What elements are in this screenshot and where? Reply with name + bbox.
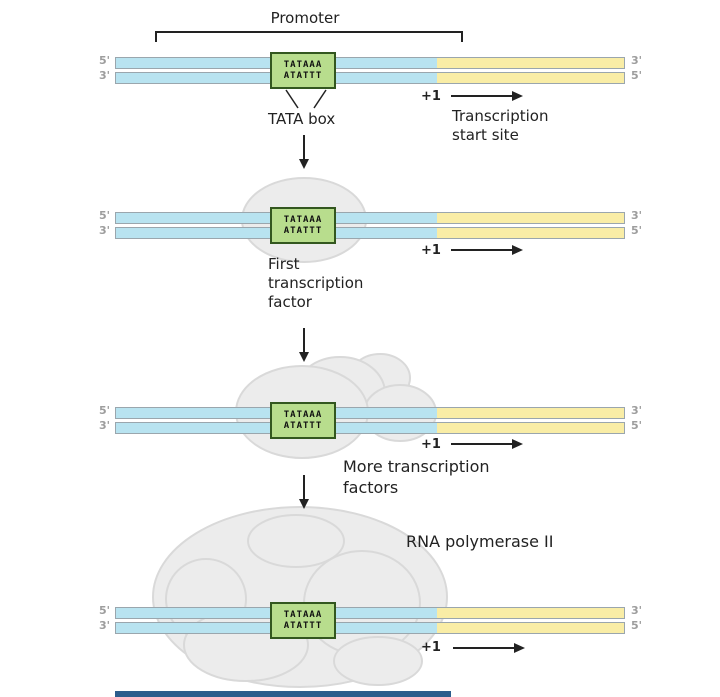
three-prime-label: 3' xyxy=(99,224,111,237)
dna-top-strand xyxy=(115,212,625,224)
dna-bottom-strand xyxy=(115,72,625,84)
dna-strand-stage1: 5' 3' TATAAA ATATTT 3' 5' xyxy=(0,52,720,89)
five-prime-label: 5' xyxy=(99,209,111,222)
dna-strand: TATAAA ATATTT xyxy=(115,402,625,439)
cropped-next-diagram-edge xyxy=(115,691,451,697)
down-arrow-stage2 xyxy=(299,328,309,362)
dna-top-strand xyxy=(115,407,625,419)
tata-box: TATAAA ATATTT xyxy=(270,207,336,244)
transcribed-region xyxy=(436,213,624,223)
five-prime-label: 5' xyxy=(99,604,111,617)
transcribed-region xyxy=(436,228,624,238)
dna-strand-stage4: 5' 3' TATAAA ATATTT 3' 5' xyxy=(0,602,720,639)
plus-one-label: +1 xyxy=(421,640,441,655)
tata-sequence-top: TATAAA xyxy=(283,409,323,420)
down-arrow-stage3 xyxy=(299,475,309,509)
transcribed-region xyxy=(436,623,624,633)
three-prime-label: 3' xyxy=(99,619,111,632)
transcription-direction-arrow xyxy=(451,245,523,255)
dna-bottom-strand xyxy=(115,227,625,239)
dna-strand: TATAAA ATATTT xyxy=(115,207,625,244)
tata-box-label: TATA box xyxy=(268,110,336,128)
transcribed-region xyxy=(436,58,624,68)
tata-sequence-top: TATAAA xyxy=(283,609,323,620)
plus-one-label: +1 xyxy=(421,89,441,104)
transcription-direction-arrow xyxy=(451,439,523,449)
three-prime-label: 3' xyxy=(631,604,643,617)
transcribed-region xyxy=(436,73,624,83)
dna-top-strand xyxy=(115,607,625,619)
promoter-label: Promoter xyxy=(270,9,340,27)
dna-bottom-strand xyxy=(115,422,625,434)
five-prime-label: 5' xyxy=(631,619,643,632)
dna-strand: TATAAA ATATTT xyxy=(115,52,625,89)
five-prime-label: 5' xyxy=(631,69,643,82)
three-prime-label: 3' xyxy=(99,69,111,82)
tata-box: TATAAA ATATTT xyxy=(270,602,336,639)
promoter-bracket xyxy=(155,31,463,42)
transcribed-region xyxy=(436,408,624,418)
three-prime-label: 3' xyxy=(99,419,111,432)
five-prime-label: 5' xyxy=(99,404,111,417)
rna-polymerase-label: RNA polymerase II xyxy=(406,532,554,551)
first-transcription-factor-label: First transcription factor xyxy=(268,255,364,311)
tata-sequence-bottom: ATATTT xyxy=(283,620,323,631)
transcription-start-site-label: Transcription start site xyxy=(452,107,549,144)
tata-sequence-bottom: ATATTT xyxy=(283,225,323,236)
transcribed-region xyxy=(436,423,624,433)
dna-strand-stage2: 5' 3' TATAAA ATATTT 3' 5' xyxy=(0,207,720,244)
dna-strand: TATAAA ATATTT xyxy=(115,602,625,639)
three-prime-label: 3' xyxy=(631,54,643,67)
tata-box: TATAAA ATATTT xyxy=(270,402,336,439)
tata-box: TATAAA ATATTT xyxy=(270,52,336,89)
tata-sequence-bottom: ATATTT xyxy=(283,420,323,431)
tata-sequence-bottom: ATATTT xyxy=(283,70,323,81)
dna-strand-stage3: 5' 3' TATAAA ATATTT 3' 5' xyxy=(0,402,720,439)
tata-box-pointer-lines xyxy=(285,89,327,109)
three-prime-label: 3' xyxy=(631,209,643,222)
dna-top-strand xyxy=(115,57,625,69)
transcription-direction-arrow xyxy=(451,91,523,101)
dna-bottom-strand xyxy=(115,622,625,634)
down-arrow-stage1 xyxy=(299,135,309,169)
transcribed-region xyxy=(436,608,624,618)
plus-one-label: +1 xyxy=(421,243,441,258)
rna-polymerase-blob xyxy=(152,506,448,688)
tata-sequence-top: TATAAA xyxy=(283,59,323,70)
more-transcription-factors-label: More transcription factors xyxy=(343,457,490,497)
tata-sequence-top: TATAAA xyxy=(283,214,323,225)
five-prime-label: 5' xyxy=(99,54,111,67)
five-prime-label: 5' xyxy=(631,419,643,432)
three-prime-label: 3' xyxy=(631,404,643,417)
five-prime-label: 5' xyxy=(631,224,643,237)
plus-one-label: +1 xyxy=(421,437,441,452)
transcription-direction-arrow xyxy=(453,643,525,653)
